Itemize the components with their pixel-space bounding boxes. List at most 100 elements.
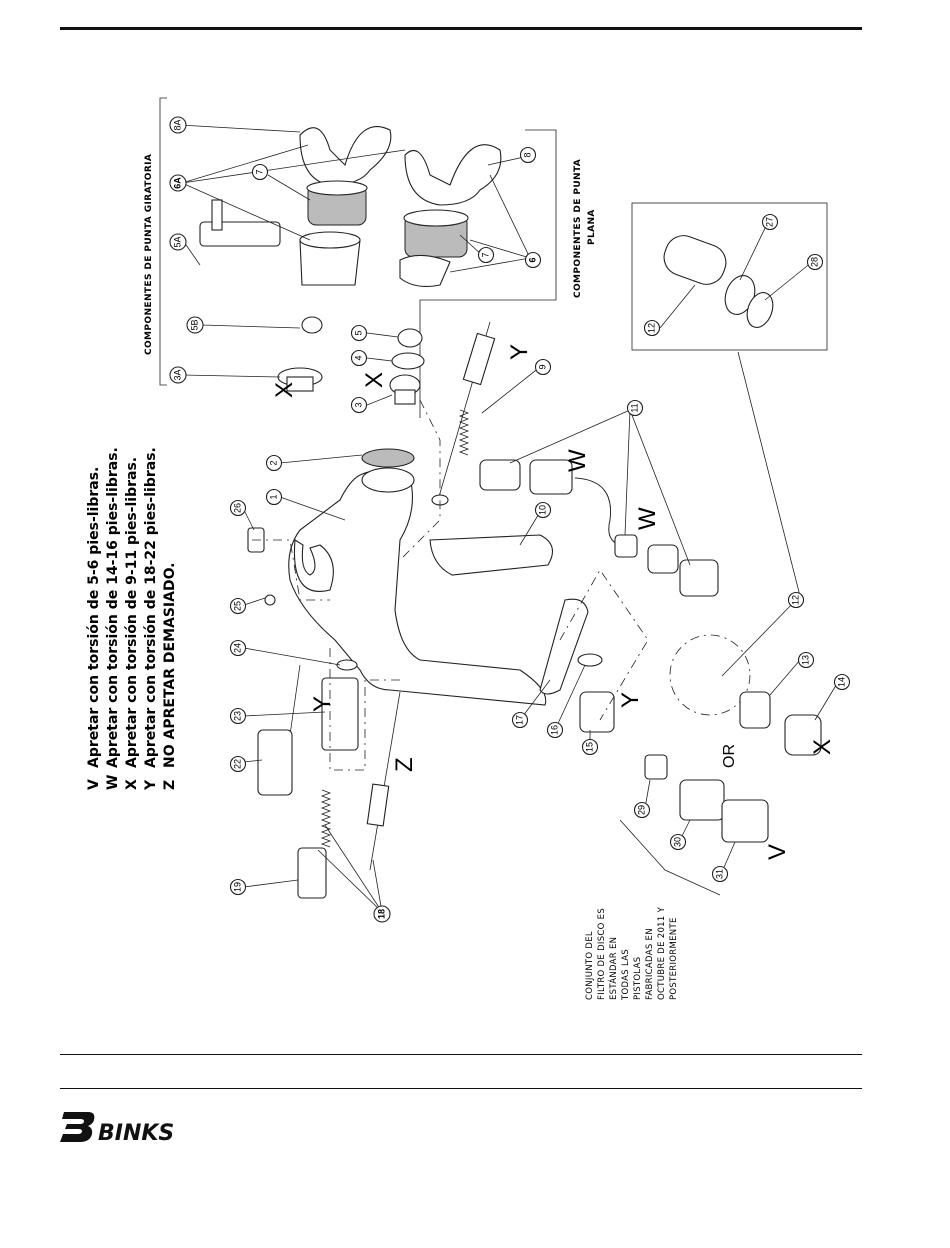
- callout-19: 19: [229, 878, 247, 896]
- callout-11: 11: [626, 399, 644, 417]
- flat-tip-heading-line1: COMPONENTES DE PUNTA: [573, 159, 583, 298]
- filter-note-line5: PISTOLAS: [633, 957, 643, 1000]
- air-valve-parts: [247, 527, 401, 899]
- svg-text:23: 23: [232, 711, 242, 721]
- legend-letter-v: V: [86, 779, 102, 790]
- svg-text:7: 7: [254, 169, 264, 174]
- svg-text:18: 18: [376, 909, 386, 919]
- svg-text:14: 14: [836, 677, 846, 687]
- filter-note-line3: ESTÁNDAR EN: [607, 937, 619, 1000]
- legend-text-w: Apretar con torsión de 14-16 pies-libras…: [105, 447, 121, 768]
- filter-note-line2: FILTRO DE DISCO ES: [597, 908, 607, 1000]
- footer-rule-lower: [60, 1088, 862, 1089]
- svg-text:27: 27: [764, 217, 774, 227]
- legend-text-v: Apretar con torsión de 5-6 pies-libras.: [86, 467, 102, 768]
- svg-text:11: 11: [629, 403, 639, 412]
- mark-x-3: X: [361, 372, 388, 388]
- callout-6: 6: [524, 251, 542, 269]
- svg-text:16: 16: [549, 725, 559, 735]
- top-rule: [60, 27, 862, 30]
- svg-text:5: 5: [353, 330, 363, 335]
- callout-10: 10: [534, 501, 552, 519]
- svg-text:26: 26: [232, 503, 242, 513]
- logo-text: BINKS: [98, 1121, 174, 1144]
- filter-note: CONJUNTO DEL FILTRO DE DISCO ES ESTÁNDAR…: [585, 906, 679, 1001]
- callout-25: 25: [229, 597, 247, 615]
- svg-text:2: 2: [268, 460, 278, 465]
- mark-y-9: Y: [506, 344, 533, 360]
- callout-bubbles: 1 2 3 3A 4 5 5A 5B 6 6A 7 7 8 8A 9 10 11…: [169, 116, 851, 923]
- callout-14: 14: [833, 673, 851, 691]
- svg-text:17: 17: [514, 715, 524, 725]
- callout-27: 27: [761, 213, 779, 231]
- callout-23: 23: [229, 707, 247, 725]
- assembly-centerlines: [252, 399, 649, 771]
- inlet-parts: [539, 598, 822, 843]
- legend-letter-x: X: [124, 779, 140, 790]
- callout-26: 26: [229, 499, 247, 517]
- mark-y-15: Y: [617, 692, 644, 708]
- svg-text:5B: 5B: [189, 319, 199, 330]
- legend-text-z: NO APRETAR DEMASIADO.: [162, 563, 178, 769]
- svg-text:12: 12: [790, 595, 800, 605]
- callout-3: 3: [350, 396, 368, 414]
- flat-tip-parts: [389, 144, 502, 405]
- callout-4: 4: [350, 349, 368, 367]
- svg-text:30: 30: [672, 837, 682, 847]
- callout-17: 17: [511, 711, 529, 729]
- svg-text:7: 7: [480, 252, 490, 257]
- footer-rule-upper: [60, 1054, 862, 1055]
- callout-6a: 6A: [169, 174, 187, 192]
- svg-text:10: 10: [537, 505, 547, 515]
- svg-text:3A: 3A: [172, 369, 182, 380]
- detail-box: [631, 202, 828, 351]
- callout-7-lower: 7: [477, 246, 495, 264]
- callout-18: 18: [373, 905, 391, 923]
- callout-2: 2: [265, 454, 283, 472]
- svg-text:8A: 8A: [172, 119, 182, 130]
- filter-note-line4: TODAS LAS: [621, 949, 631, 1001]
- callout-12-box: 12: [643, 319, 661, 337]
- callout-24: 24: [229, 639, 247, 657]
- leader-lines: [179, 124, 839, 913]
- filter-note-line8: POSTERIORMENTE: [669, 917, 679, 1000]
- callout-8: 8: [519, 146, 537, 164]
- callout-9: 9: [534, 358, 552, 376]
- callout-31: 31: [711, 865, 729, 883]
- svg-text:28: 28: [809, 257, 819, 267]
- detail-parts: [663, 235, 774, 328]
- svg-text:6A: 6A: [172, 177, 182, 189]
- legend-text-y: Apretar con torsión de 18-22 pies-libras…: [143, 447, 159, 768]
- svg-text:15: 15: [584, 742, 594, 752]
- needle-assembly: [431, 321, 496, 506]
- svg-text:9: 9: [537, 364, 547, 369]
- legend-letter-w: W: [105, 775, 121, 790]
- svg-text:31: 31: [714, 869, 724, 879]
- mark-z: Z: [391, 757, 418, 772]
- callout-29: 29: [633, 801, 651, 819]
- svg-text:4: 4: [353, 355, 363, 360]
- filter-note-line1: CONJUNTO DEL: [585, 931, 595, 1000]
- svg-text:29: 29: [636, 805, 646, 815]
- svg-text:24: 24: [232, 643, 242, 653]
- mark-x-14: X: [809, 739, 836, 755]
- callout-30: 30: [669, 833, 687, 851]
- callout-8a: 8A: [169, 116, 187, 134]
- mark-v: V: [764, 844, 791, 860]
- svg-text:3: 3: [353, 402, 363, 407]
- callout-5a: 5A: [169, 233, 187, 251]
- callout-28: 28: [806, 253, 824, 271]
- mark-w-lower: W: [634, 507, 661, 530]
- mark-x-3a: X: [271, 382, 298, 398]
- rotating-tip-heading: COMPONENTES DE PUNTA GIRATORIA: [144, 154, 154, 355]
- legend-letter-z: Z: [162, 780, 178, 790]
- legend-letter-y: Y: [143, 779, 159, 791]
- flat-tip-group: COMPONENTES DE PUNTA PLANA: [419, 129, 597, 418]
- svg-text:12: 12: [646, 323, 656, 333]
- callout-5b: 5B: [186, 316, 204, 334]
- svg-text:1: 1: [268, 494, 278, 499]
- callout-15: 15: [581, 738, 599, 756]
- svg-text:13: 13: [800, 655, 810, 665]
- callout-1: 1: [265, 488, 283, 506]
